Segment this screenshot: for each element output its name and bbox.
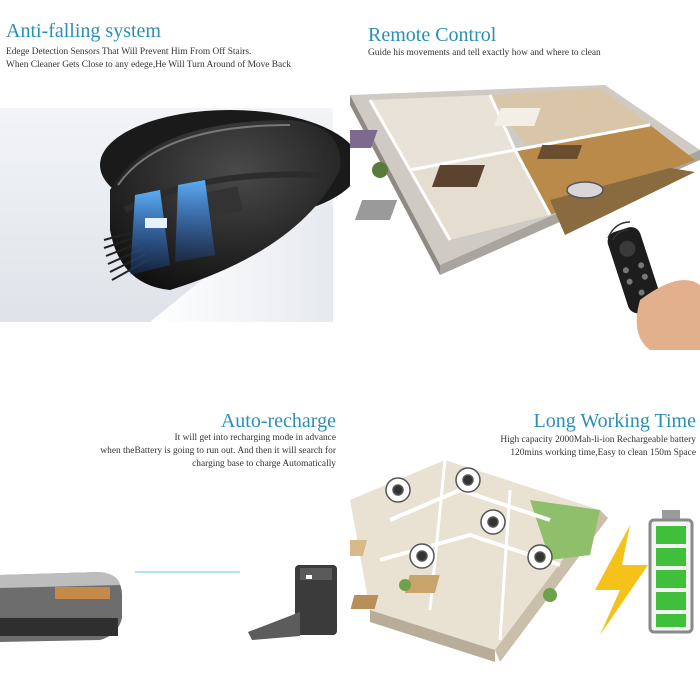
anti-falling-description: Edege Detection Sensors That Will Preven… [6,46,291,72]
apartment-coverage-illustration [350,459,694,662]
remote-control-description: Guide his movements and tell exactly how… [368,47,601,60]
auto-recharge-line-1: It will get into recharging mode in adva… [174,433,337,443]
anti-falling-line-2: When Cleaner Gets Close to any edege,He … [6,60,292,70]
auto-recharge-description: It will get into recharging mode in adva… [100,432,336,471]
remote-control-panel: Remote Control Guide his movements and t… [350,0,700,350]
auto-recharge-line-2: when theBattery is going to run out. And… [100,446,336,456]
long-working-time-title: Long Working Time [533,410,697,432]
long-working-time-line-2: 120mins working time,Easy to clean 150m … [510,448,696,458]
robot-docking-illustration [0,565,337,642]
lightning-icon [595,525,648,635]
anti-falling-title: Anti-falling system [6,20,161,42]
robot-edge-sensor-illustration [0,108,350,322]
auto-recharge-title: Auto-recharge [220,410,336,432]
long-working-time-line-1: High capacity 2000Mah-li-ion Rechargeabl… [500,435,696,445]
robot-vacuum-icon [0,572,122,642]
auto-recharge-line-3: charging base to charge Automatically [192,459,336,469]
charging-dock-icon [248,565,337,640]
anti-falling-panel: Anti-falling system Edege Detection Sens… [0,0,350,350]
house-floorplan-illustration [350,85,700,350]
remote-control-title: Remote Control [368,24,497,46]
long-working-time-panel: Long Working Time High capacity 2000Mah-… [350,350,700,700]
long-working-time-description: High capacity 2000Mah-li-ion Rechargeabl… [500,434,696,460]
remote-control-line-1: Guide his movements and tell exactly how… [368,48,601,58]
camera-icon [385,467,553,570]
anti-falling-line-1: Edege Detection Sensors That Will Preven… [6,47,252,57]
auto-recharge-panel: Auto-recharge It will get into rechargin… [0,350,350,700]
battery-icon [648,510,694,634]
remote-control-icon [607,227,662,314]
